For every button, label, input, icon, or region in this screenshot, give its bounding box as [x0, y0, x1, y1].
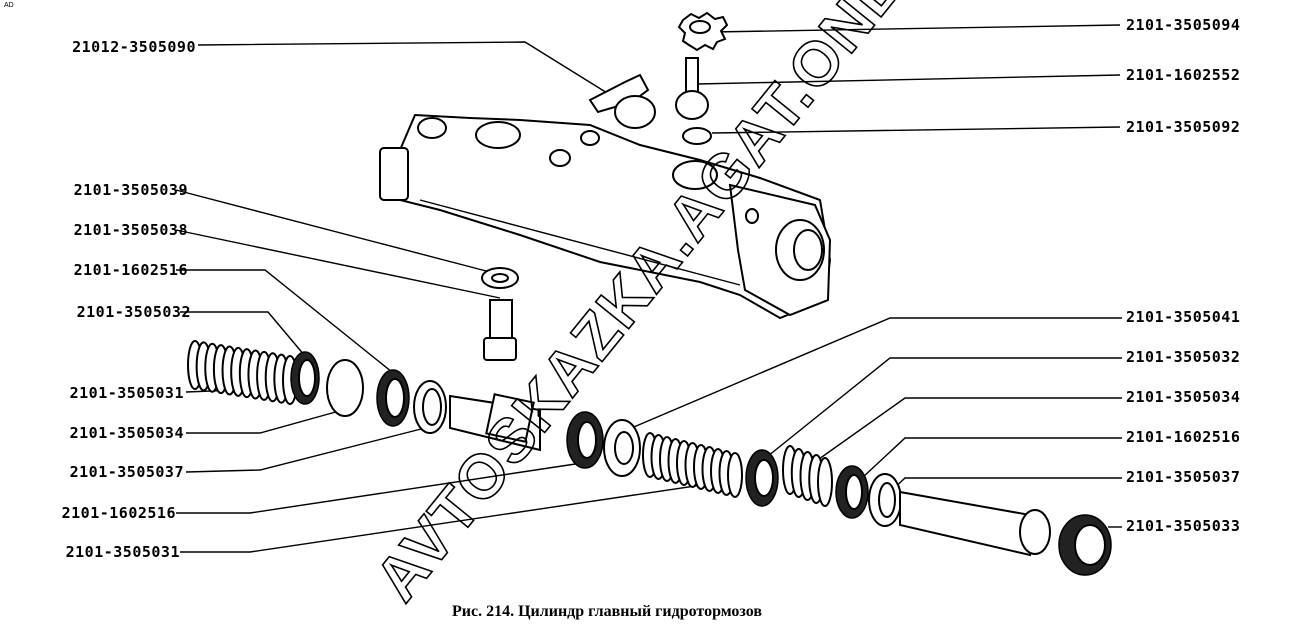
part-label: 2101-3505034: [69, 424, 184, 442]
part-label: 2101-3505041: [1126, 308, 1241, 326]
coil-spring: [642, 432, 743, 498]
part-label: 2101-1602516: [61, 504, 176, 522]
part-label: 2101-1602516: [73, 261, 188, 279]
part-label: 2101-3505031: [69, 384, 184, 402]
secondary-piston-group: [642, 432, 1112, 576]
part-label: 2101-3505038: [73, 221, 188, 239]
part-label: 2101-3505094: [1126, 16, 1241, 34]
cylinder-body: [379, 113, 832, 320]
coil-spring: [782, 445, 833, 507]
part-label: 2101-3505033: [1126, 517, 1241, 535]
spring-coil: [817, 457, 833, 507]
part-label: 21012-3505090: [72, 38, 196, 56]
part-label: 2101-3505032: [1126, 348, 1241, 366]
part-label: 2101-3505092: [1126, 118, 1241, 136]
part-label: 2101-1602516: [1126, 428, 1241, 446]
part-label: 2101-3505034: [1126, 388, 1241, 406]
primary-piston-group: [187, 340, 641, 477]
part-label: 2101-3505037: [69, 463, 184, 481]
spring-coil: [727, 452, 743, 498]
figure-caption: Рис. 214. Цилиндр главный гидротормозов: [452, 603, 762, 620]
top-fittings: [481, 11, 729, 361]
part-label: 2101-3505037: [1126, 468, 1241, 486]
coil-spring: [187, 340, 298, 405]
part-label: 2101-3505039: [73, 181, 188, 199]
part-label: 2101-3505032: [76, 303, 191, 321]
corner-mark: AD: [4, 2, 14, 9]
part-label: 2101-3505031: [65, 543, 180, 561]
part-label: 2101-1602552: [1126, 66, 1241, 84]
